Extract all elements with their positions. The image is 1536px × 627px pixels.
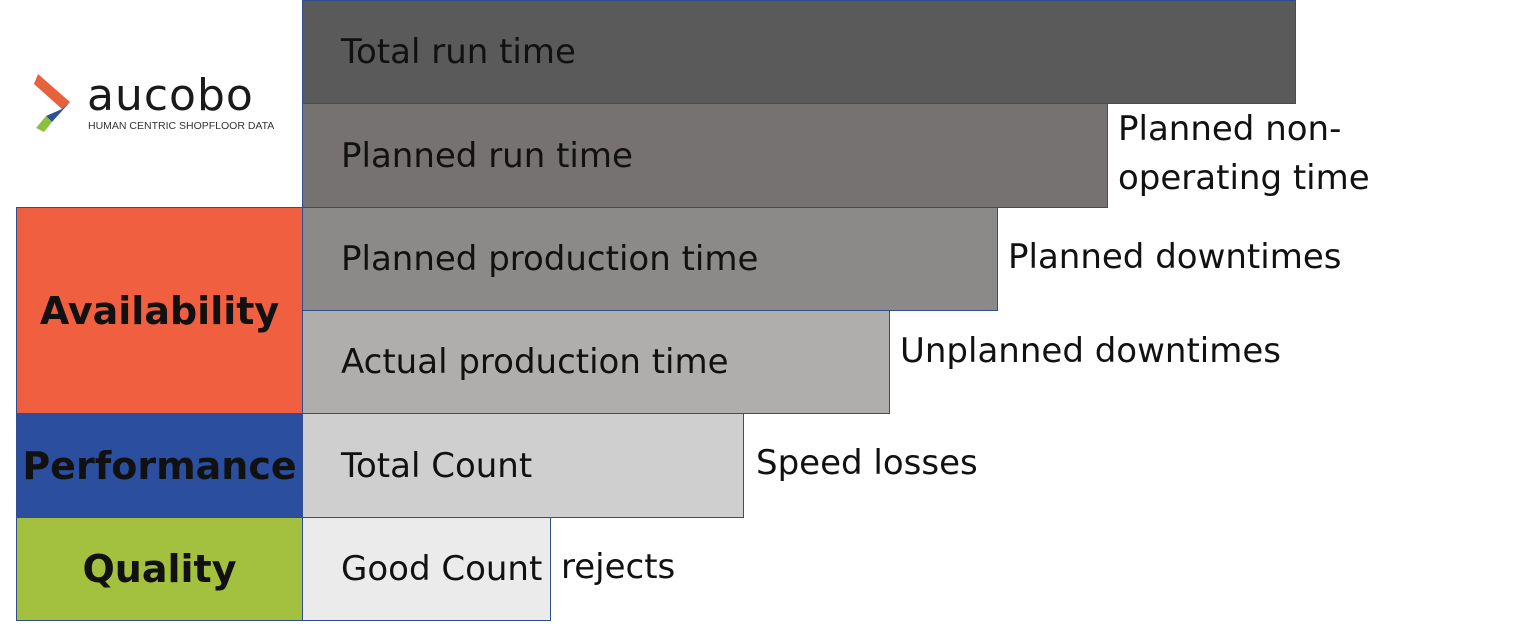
logo-tagline: HUMAN CENTRIC SHOPFLOOR DATA [88, 120, 275, 132]
loss-rejects: rejects [561, 547, 676, 587]
bar-good-count-label: Good Count [341, 549, 543, 589]
logo-wordmark: aucobo [87, 70, 254, 121]
bar-actual-production-time-label: Actual production time [341, 342, 729, 382]
category-availability: Availability [16, 207, 303, 414]
loss-speed-losses: Speed losses [756, 443, 978, 483]
category-quality-label: Quality [82, 547, 237, 591]
aucobo-logo: aucobo HUMAN CENTRIC SHOPFLOOR DATA [34, 70, 294, 138]
category-performance: Performance [16, 413, 303, 518]
bar-total-run-time-label: Total run time [341, 32, 576, 72]
category-availability-label: Availability [39, 288, 280, 333]
bar-planned-run-time-label: Planned run time [341, 135, 633, 176]
bar-planned-run-time: Planned run time [302, 103, 1108, 208]
bar-actual-production-time: Actual production time [302, 310, 890, 414]
bar-planned-production-time-label: Planned production time [341, 239, 759, 279]
category-quality: Quality [16, 517, 303, 621]
aucobo-logo-mark-icon [34, 74, 70, 132]
bar-planned-production-time: Planned production time [302, 207, 998, 311]
bar-good-count: Good Count [302, 517, 551, 621]
loss-planned-downtimes: Planned downtimes [1008, 237, 1342, 277]
category-performance-label: Performance [22, 443, 297, 488]
loss-unplanned-downtimes: Unplanned downtimes [900, 331, 1281, 371]
bar-total-count-label: Total Count [341, 445, 533, 486]
bar-total-count: Total Count [302, 413, 744, 518]
bar-total-run-time: Total run time [302, 0, 1296, 104]
loss-planned-non-operating-time: Planned non- operating time [1118, 109, 1370, 198]
